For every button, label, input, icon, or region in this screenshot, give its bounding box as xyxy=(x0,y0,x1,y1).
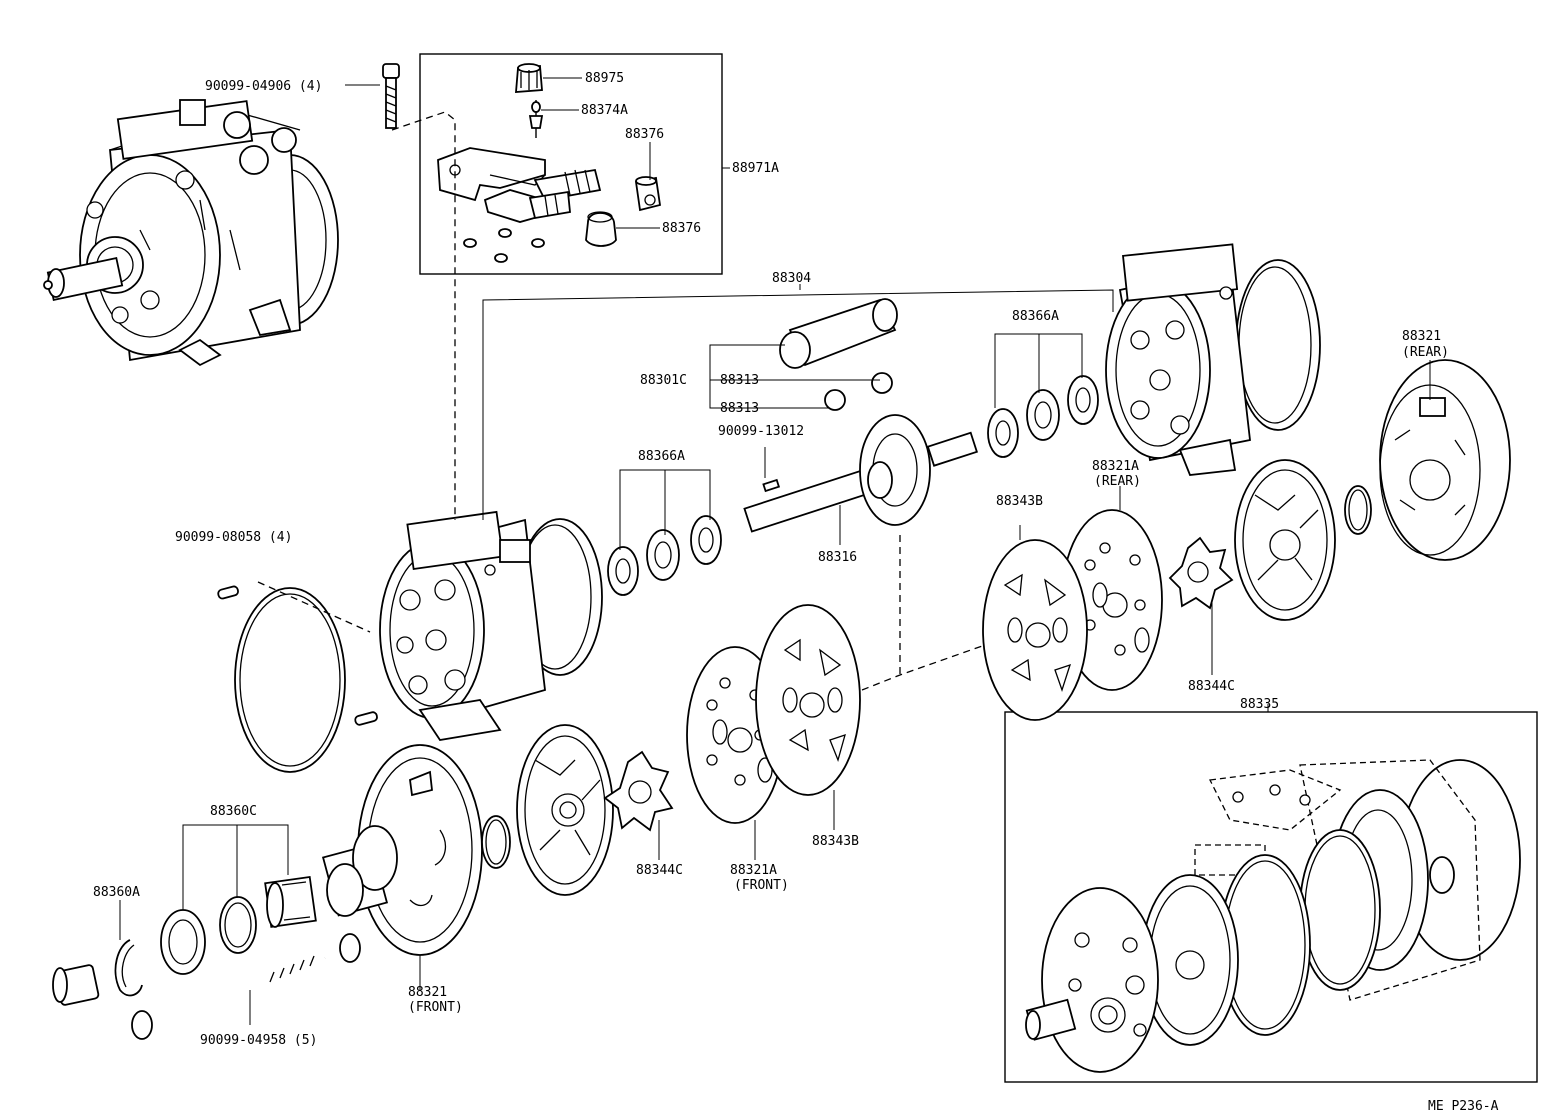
front-valve-plate xyxy=(516,724,614,896)
label-88335: 88335 xyxy=(1240,697,1279,712)
alignment-dashes xyxy=(257,111,986,691)
label-88321a-rear-sub: (REAR) xyxy=(1094,474,1141,489)
rear-discharge-valve xyxy=(1168,536,1234,610)
label-88301c: 88301C xyxy=(640,373,687,388)
label-88313-a: 88313 xyxy=(720,373,759,388)
label-88971a: 88971A xyxy=(732,161,779,176)
label-88360c: 88360C xyxy=(210,804,257,819)
label-88366a-left: 88366A xyxy=(638,449,685,464)
label-bolt-bottom: 90099-04958 (5) xyxy=(200,1033,317,1048)
small-o-ring xyxy=(481,815,511,869)
label-88374a: 88374A xyxy=(581,103,628,118)
front-suction-valve-88343b xyxy=(755,604,861,796)
label-88321a-front-sub: (FRONT) xyxy=(734,878,789,893)
through-bolt xyxy=(131,955,327,1040)
label-88321-front-sub: (FRONT) xyxy=(408,1000,463,1015)
pulley-shaft-88301c xyxy=(779,298,898,411)
leader-lines xyxy=(119,77,1431,1025)
label-88321-rear-sub: (REAR) xyxy=(1402,345,1449,360)
label-88321a-rear: 88321A xyxy=(1092,459,1139,474)
rear-housing xyxy=(1105,243,1321,476)
label-88344c-left: 88344C xyxy=(636,863,683,878)
label-88343b-right: 88343B xyxy=(996,494,1043,509)
front-discharge-valve xyxy=(603,750,674,832)
rear-suction-valve-88343b xyxy=(982,539,1088,721)
front-o-ring xyxy=(234,587,346,773)
label-88313-b: 88313 xyxy=(720,401,759,416)
assembled-compressor-illustration xyxy=(43,99,339,367)
label-88344c-right: 88344C xyxy=(1188,679,1235,694)
top-bolt xyxy=(382,63,400,129)
label-key: 90099-13012 xyxy=(718,424,804,439)
rear-small-o-ring xyxy=(1344,485,1372,535)
shaft-seal-parts xyxy=(52,875,361,1006)
label-88316: 88316 xyxy=(818,550,857,565)
label-88376-bottom: 88376 xyxy=(662,221,701,236)
rear-head-88321 xyxy=(1379,359,1511,561)
label-88366a-right: 88366A xyxy=(1012,309,1059,324)
label-88975: 88975 xyxy=(585,71,624,86)
dowel-pin xyxy=(354,711,378,726)
swash-shaft-88316 xyxy=(743,414,979,533)
label-88321-front: 88321 xyxy=(408,985,447,1000)
thrust-bearing-right xyxy=(987,375,1099,458)
rear-valve-plate xyxy=(1234,459,1336,621)
label-88376-top: 88376 xyxy=(625,127,664,142)
service-valve-kit xyxy=(437,63,662,263)
reference-code: ME P236-A xyxy=(1428,1099,1499,1114)
front-housing-assembly xyxy=(379,510,603,741)
label-88360a: 88360A xyxy=(93,885,140,900)
dowel-pin xyxy=(217,585,239,600)
label-88304: 88304 xyxy=(772,271,811,286)
label-88321a-front: 88321A xyxy=(730,863,777,878)
rear-assembly-box xyxy=(1004,711,1538,1083)
label-pin: 90099-08058 (4) xyxy=(175,530,292,545)
front-cylinder-head xyxy=(321,744,483,956)
label-88321-rear: 88321 xyxy=(1402,329,1441,344)
label-88343b-left: 88343B xyxy=(812,834,859,849)
assembled-rear-view xyxy=(1025,759,1521,1073)
valve-kit-box xyxy=(419,53,723,275)
thrust-bearing-left xyxy=(607,515,722,596)
label-bolt-top: 90099-04906 (4) xyxy=(205,79,322,94)
